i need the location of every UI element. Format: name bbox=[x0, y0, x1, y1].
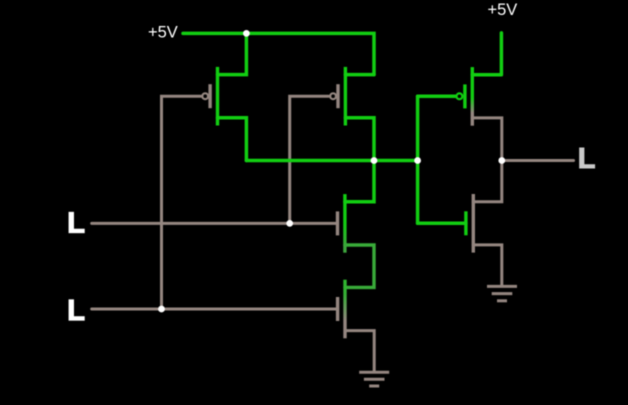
svg-text:+5V: +5V bbox=[148, 24, 178, 42]
svg-text:L: L bbox=[67, 295, 85, 327]
svg-text:L: L bbox=[67, 207, 85, 239]
svg-text:+5V: +5V bbox=[488, 1, 518, 19]
svg-text:L: L bbox=[578, 143, 596, 175]
